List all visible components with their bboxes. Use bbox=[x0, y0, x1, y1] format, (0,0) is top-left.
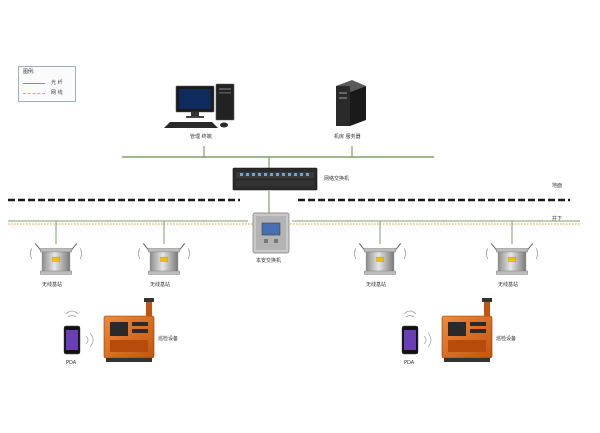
legend-cable-swatch bbox=[23, 93, 45, 94]
legend-fiber-swatch bbox=[23, 83, 45, 84]
terminal-label: 管理 终端 bbox=[190, 134, 212, 140]
server-icon bbox=[336, 80, 366, 126]
pda-label-right: PDA bbox=[404, 360, 415, 366]
legend-cable-label: 网 线 bbox=[51, 90, 63, 96]
computer-icon bbox=[164, 83, 235, 128]
pda-icon-left bbox=[63, 310, 94, 355]
base-station-icon-3 bbox=[354, 242, 406, 276]
base-station-label-2: 无线基站 bbox=[150, 282, 171, 288]
base-station-label-3: 无线基站 bbox=[366, 282, 387, 288]
core-switch-icon bbox=[232, 167, 318, 191]
pda-icon-right bbox=[401, 310, 432, 355]
device-label-left: 巡检设备 bbox=[158, 336, 179, 342]
local-switch-icon bbox=[252, 212, 290, 254]
base-station-icon-2 bbox=[138, 242, 190, 276]
base-station-label-4: 无线基站 bbox=[498, 282, 519, 288]
base-station-icon-4 bbox=[486, 242, 538, 276]
underground-cable-bus bbox=[8, 220, 580, 244]
inspection-device-icon-left bbox=[103, 298, 155, 362]
legend-fiber-label: 光 纤 bbox=[51, 80, 63, 86]
pda-label-left: PDA bbox=[66, 360, 77, 366]
legend-title: 图例: bbox=[23, 69, 35, 75]
legend-box: 图例: 光 纤 网 线 bbox=[18, 66, 76, 102]
server-label: 机房 服务器 bbox=[334, 134, 361, 140]
zone-surface-label: 地面 bbox=[552, 183, 563, 189]
fiber-upper-links bbox=[122, 146, 434, 213]
zone-underground-label: 井下 bbox=[552, 216, 563, 222]
base-station-icon-1 bbox=[30, 242, 82, 276]
device-label-right: 巡检设备 bbox=[496, 336, 517, 342]
inspection-device-icon-right bbox=[441, 298, 493, 362]
local-switch-label: 本安交换机 bbox=[256, 258, 282, 264]
base-station-label-1: 无线基站 bbox=[42, 282, 63, 288]
core-switch-label: 网络交换机 bbox=[324, 176, 350, 182]
